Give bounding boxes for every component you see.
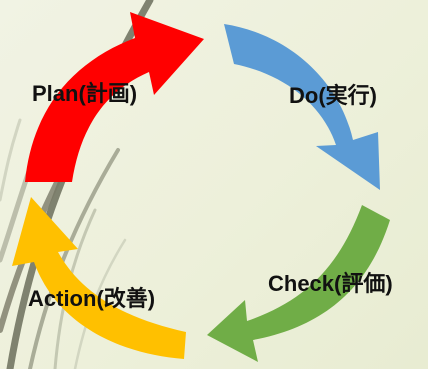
check-label: Check(評価): [268, 271, 393, 296]
action-label: Action(改善): [28, 286, 156, 311]
plan-label: Plan(計画): [32, 81, 138, 106]
do-arrow: [224, 24, 380, 190]
do-label: Do(実行): [289, 83, 377, 108]
action-arrow: [12, 197, 186, 359]
plan-arrow: [25, 12, 204, 182]
check-arrow: [207, 205, 390, 362]
